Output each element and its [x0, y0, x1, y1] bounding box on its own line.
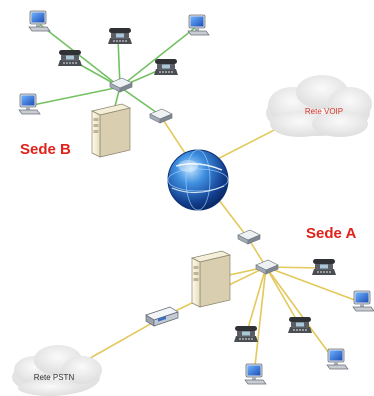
desktop-computer-icon [28, 10, 51, 32]
cloud-voip: Rete VOIP [266, 75, 372, 137]
link-a-phone2 [265, 266, 301, 327]
link-a-phone3 [245, 266, 267, 336]
desktop-computer-icon [326, 348, 349, 370]
desktop-computer-icon [187, 14, 210, 36]
link-b-pc2 [119, 26, 197, 88]
cloud-icon [12, 345, 102, 396]
voip-gateway-icon [145, 306, 179, 327]
link-a-pc1 [265, 266, 361, 303]
link-a-pc2 [265, 266, 335, 361]
sede-b-label: Sede B [20, 141, 71, 158]
link-b-pc1 [37, 22, 121, 88]
ip-phone-icon [58, 50, 82, 66]
desktop-computer-icon [352, 290, 374, 312]
desktop-computer-icon [244, 363, 267, 385]
server-tower-icon [190, 250, 232, 308]
link-a-pc3 [253, 266, 267, 376]
ip-phone-icon [108, 28, 132, 44]
server-tower-icon [90, 103, 132, 158]
ip-phone-icon [288, 317, 312, 333]
network-switch-icon [255, 259, 279, 275]
cloud-pstn-label: Rete PSTN [34, 373, 75, 382]
cloud-voip-label: Rete VOIP [305, 107, 343, 116]
sede-a-devices [145, 229, 374, 385]
link-b-router [119, 86, 161, 116]
ip-phone-icon [234, 326, 258, 342]
cloud-pstn: Rete PSTN [12, 345, 102, 396]
cloud-icon [266, 75, 372, 137]
internet-globe-icon [167, 149, 229, 211]
router-icon [237, 229, 261, 245]
sede-a-label: Sede A [306, 225, 356, 242]
sede-b-devices [18, 10, 210, 158]
ip-phone-icon [154, 59, 178, 75]
link-b-pc3 [27, 86, 121, 107]
ip-phone-icon [312, 259, 336, 275]
